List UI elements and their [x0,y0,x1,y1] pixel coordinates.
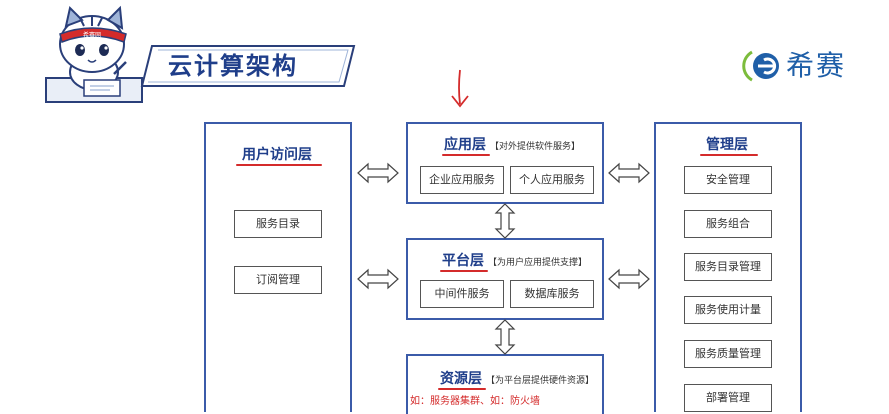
service-quality-mgmt-box: 服务质量管理 [684,340,772,368]
resource-layer-name: 资源层 [440,371,482,387]
double-arrow-horizontal-icon [608,162,650,184]
deployment-mgmt-box: 部署管理 [684,384,772,412]
logo-text: 希赛 [786,49,847,82]
resource-layer-title: 资源层【为平台层提供硬件资源】 [440,368,594,388]
title-underline [236,164,322,166]
platform-layer-subtitle: 【为用户应用提供支撑】 [488,258,588,268]
user-access-title: 用户访问层 [242,147,312,163]
database-service-box: 数据库服务 [510,280,594,308]
application-layer-subtitle: 【对外提供软件服务】 [490,142,581,152]
platform-layer-title: 平台层【为用户应用提供支撑】 [442,250,587,270]
enterprise-app-service-box: 企业应用服务 [420,166,504,194]
page-title: 云计算架构 [168,52,298,80]
title-underline [440,270,488,272]
xisai-logo-icon [742,48,784,84]
application-layer-name: 应用层 [444,137,486,153]
double-arrow-vertical-icon [494,319,516,355]
title-banner [138,40,358,92]
cat-mascot-icon: 希赛网 [40,4,150,104]
middleware-service-box: 中间件服务 [420,280,504,308]
resource-layer-subtitle: 【为平台层提供硬件资源】 [486,376,595,386]
application-layer-title: 应用层【对外提供软件服务】 [444,134,580,154]
service-composition-box: 服务组合 [684,210,772,238]
subscription-mgmt-box: 订阅管理 [234,266,322,294]
user-access-panel: 用户访问层 服务目录 订阅管理 [204,122,352,412]
title-underline [438,388,486,390]
service-catalog-mgmt-box: 服务目录管理 [684,253,772,281]
resource-layer: 资源层【为平台层提供硬件资源】 如：服务器集群、如：防火墙 [406,354,604,414]
double-arrow-horizontal-icon [608,268,650,290]
title-underline [700,154,758,156]
service-metering-box: 服务使用计量 [684,296,772,324]
double-arrow-horizontal-icon [357,268,399,290]
management-title: 管理层 [706,137,748,153]
management-panel: 管理层 安全管理 服务组合 服务目录管理 服务使用计量 服务质量管理 部署管理 [654,122,802,412]
xisai-logo: 希赛 [742,44,872,88]
double-arrow-vertical-icon [494,203,516,239]
double-arrow-horizontal-icon [357,162,399,184]
application-layer: 应用层【对外提供软件服务】 企业应用服务 个人应用服务 [406,122,604,204]
red-arrow-icon [451,69,469,108]
service-catalog-box: 服务目录 [234,210,322,238]
mascot-badge-text: 希赛网 [83,31,101,39]
title-underline [442,154,490,156]
personal-app-service-box: 个人应用服务 [510,166,594,194]
security-mgmt-box: 安全管理 [684,166,772,194]
platform-layer: 平台层【为用户应用提供支撑】 中间件服务 数据库服务 [406,238,604,320]
platform-layer-name: 平台层 [442,253,484,269]
